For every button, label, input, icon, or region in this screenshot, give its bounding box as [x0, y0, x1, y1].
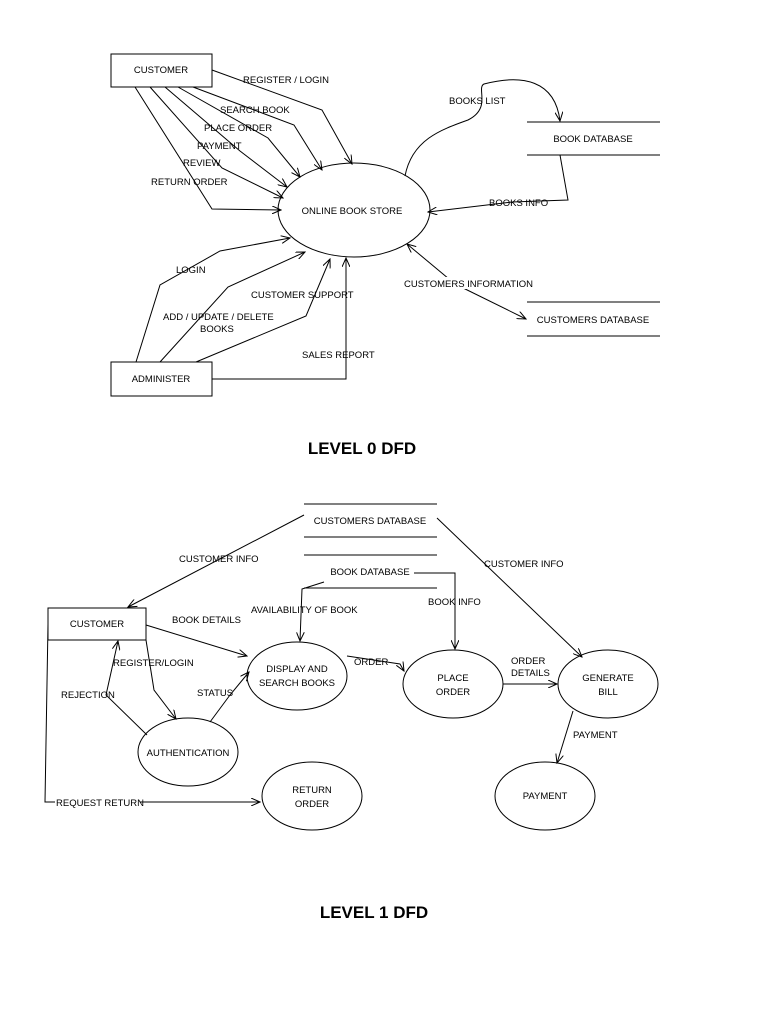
level1-label-customer-info-left: CUSTOMER INFO: [179, 554, 259, 565]
level0-label-sales-report: SALES REPORT: [302, 350, 375, 361]
level1-flow-book-details: [145, 624, 247, 656]
level1-label-status: STATUS: [197, 688, 233, 699]
level1-label-request-return: REQUEST RETURN: [56, 798, 144, 809]
level1-book-db-label: BOOK DATABASE: [330, 567, 409, 578]
level1-flow-request-return: [44, 623, 260, 802]
level0-customer-label: CUSTOMER: [134, 65, 188, 76]
level0-flow-search-book: [192, 86, 322, 170]
level1-label-book-info: BOOK INFO: [428, 597, 481, 608]
level1-label-register-login: REGISTER/LOGIN: [113, 658, 194, 669]
level1-return-order-label-2: ORDER: [295, 799, 329, 810]
level1-customer-label: CUSTOMER: [70, 619, 124, 630]
level1-label-customer-info-right: CUSTOMER INFO: [484, 559, 564, 570]
level0-customer-entity[interactable]: [110, 53, 213, 88]
level1-flow-rejection: [105, 641, 148, 736]
level0-flow-sales-report: [212, 258, 346, 380]
level0-store-label: ONLINE BOOK STORE: [302, 206, 403, 217]
level1-label-order: ORDER: [354, 657, 388, 668]
level0-label-register-login: REGISTER / LOGIN: [243, 75, 329, 86]
level0-administer-entity[interactable]: [110, 361, 213, 397]
level1-flow-availability: [300, 581, 325, 641]
level0-customers-db-label: CUSTOMERS DATABASE: [537, 315, 649, 326]
level0-flow-books-list: [404, 79, 560, 177]
level0-flow-register-login: [211, 69, 352, 164]
level1-generate-bill-label-2: BILL: [598, 687, 618, 698]
level0-flow-add-update-delete: [159, 252, 305, 363]
level1-display-label-1: DISPLAY AND: [266, 664, 328, 675]
level0-label-books-info: BOOKS INFO: [489, 198, 548, 209]
level1-label-order-details-2: DETAILS: [511, 668, 550, 679]
level1-flow-order: [346, 655, 404, 671]
level1-title: LEVEL 1 DFD: [320, 903, 428, 922]
level1-display-label-2: SEARCH BOOKS: [259, 678, 335, 689]
level1-label-payment: PAYMENT: [573, 730, 618, 741]
level0-label-review: REVIEW: [183, 158, 221, 169]
level0-flow-return-order: [134, 86, 281, 210]
level1-request-return-bg: [55, 797, 140, 808]
level0-administer-label: ADMINISTER: [132, 374, 191, 385]
level0-label-add-update-delete-2: BOOKS: [200, 324, 234, 335]
level0-label-search-book: SEARCH BOOK: [220, 105, 290, 116]
level1-label-availability: AVAILABILITY OF BOOK: [251, 605, 358, 616]
level0-label-customers-information: CUSTOMERS INFORMATION: [404, 279, 533, 290]
level0-title: LEVEL 0 DFD: [308, 439, 416, 458]
level0-flow-customer-support: [195, 259, 330, 363]
level1-place-order-label-1: PLACE: [437, 673, 468, 684]
level1-diagram: CUSTOMERS DATABASE BOOK DATABASE CUSTOME…: [44, 503, 659, 922]
level0-flow-review: [149, 86, 283, 198]
level1-label-rejection: REJECTION: [61, 690, 115, 701]
level1-customers-db-label: CUSTOMERS DATABASE: [314, 516, 426, 527]
level1-flow-customer-info-right: [436, 517, 582, 657]
level1-authentication-process[interactable]: [137, 717, 239, 787]
level0-label-return-order: RETURN ORDER: [151, 177, 228, 188]
level1-payment-process[interactable]: [494, 761, 596, 831]
level0-label-payment: PAYMENT: [197, 141, 242, 152]
level0-label-books-list: BOOKS LIST: [449, 96, 506, 107]
level1-flow-customer-info-left: [128, 514, 305, 607]
level0-label-bg: [402, 277, 526, 289]
level1-customer-entity[interactable]: [47, 607, 147, 641]
level1-flow-book-info: [414, 572, 455, 649]
level0-label-add-update-delete-1: ADD / UPDATE / DELETE: [163, 312, 274, 323]
level0-book-db-label: BOOK DATABASE: [553, 134, 632, 145]
level1-flow-register-login: [145, 639, 176, 719]
level1-place-order-label-2: ORDER: [436, 687, 470, 698]
level0-flow-login: [135, 238, 290, 363]
level1-label-book-details: BOOK DETAILS: [172, 615, 241, 626]
level1-display-search-process[interactable]: [246, 641, 348, 711]
level0-flow-customers-information-out: [454, 283, 526, 319]
level1-return-order-label-1: RETURN: [292, 785, 332, 796]
level0-label-customer-support: CUSTOMER SUPPORT: [251, 290, 354, 301]
level0-flow-place-order: [177, 86, 300, 177]
level1-place-order-process[interactable]: [402, 649, 504, 719]
level1-label-order-details-1: ORDER: [511, 656, 545, 667]
level0-diagram: CUSTOMER ADMINISTER ONLINE BOOK STORE BO…: [110, 53, 660, 458]
level1-flow-payment: [557, 710, 574, 763]
level0-flow-books-info: [428, 154, 569, 212]
level1-generate-bill-process[interactable]: [557, 649, 659, 719]
level0-label-login: LOGIN: [176, 265, 206, 276]
level1-payment-label: PAYMENT: [523, 791, 568, 802]
level1-generate-bill-label-1: GENERATE: [582, 673, 634, 684]
level1-authentication-label: AUTHENTICATION: [147, 748, 230, 759]
level0-flow-payment: [164, 86, 287, 187]
level1-return-order-process[interactable]: [261, 761, 363, 831]
level1-flow-status: [209, 672, 249, 723]
level0-label-place-order: PLACE ORDER: [204, 123, 272, 134]
